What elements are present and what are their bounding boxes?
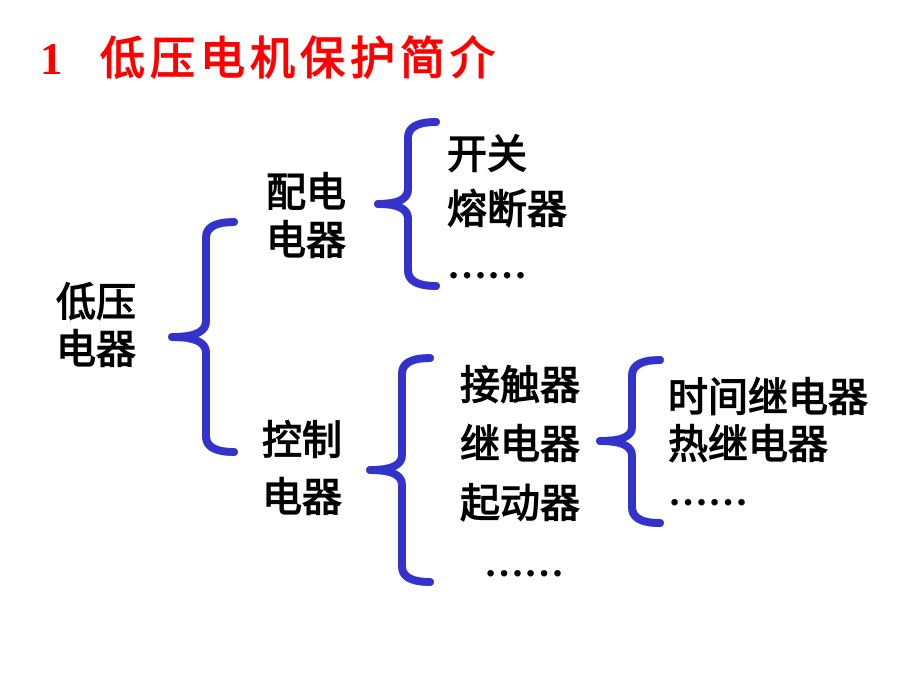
control-items-group: 接触器 继电器 起动器 …… [460,356,580,592]
tree-item-ellipsis: …… [668,469,748,514]
relay-brace-icon [596,356,664,527]
control-node-line-2: 电器 [262,475,342,520]
root-node: 低压 电器 [56,279,136,373]
control-brace-icon [366,354,434,586]
control-node: 控制 电器 [262,412,342,526]
distribution-brace-icon [374,118,440,290]
root-node-line-2: 电器 [56,327,136,372]
tree-item-switch: 开关 [447,132,527,177]
tree-item-contactor: 接触器 [460,363,580,408]
tree-item-starter: 起动器 [460,481,580,526]
root-brace-icon [168,218,238,456]
tree-item-thermal-relay: 热继电器 [668,422,828,467]
distribution-items-group: 开关 熔断器 …… [447,127,567,292]
tree-item-ellipsis: …… [447,242,527,287]
tree-item-fuse: 熔断器 [447,187,567,232]
slide-title: 1 低压电机保护简介 [40,34,501,84]
control-node-line-1: 控制 [262,418,342,463]
distribution-node: 配电 电器 [266,169,346,265]
distribution-node-line-1: 配电 [266,170,346,215]
distribution-node-line-2: 电器 [266,218,346,263]
relay-items-group: 时间继电器 热继电器 …… [668,374,868,515]
tree-item-relay: 继电器 [460,422,580,467]
tree-item-ellipsis: …… [484,540,564,585]
root-node-line-1: 低压 [56,280,136,325]
tree-item-time-relay: 时间继电器 [668,375,868,420]
